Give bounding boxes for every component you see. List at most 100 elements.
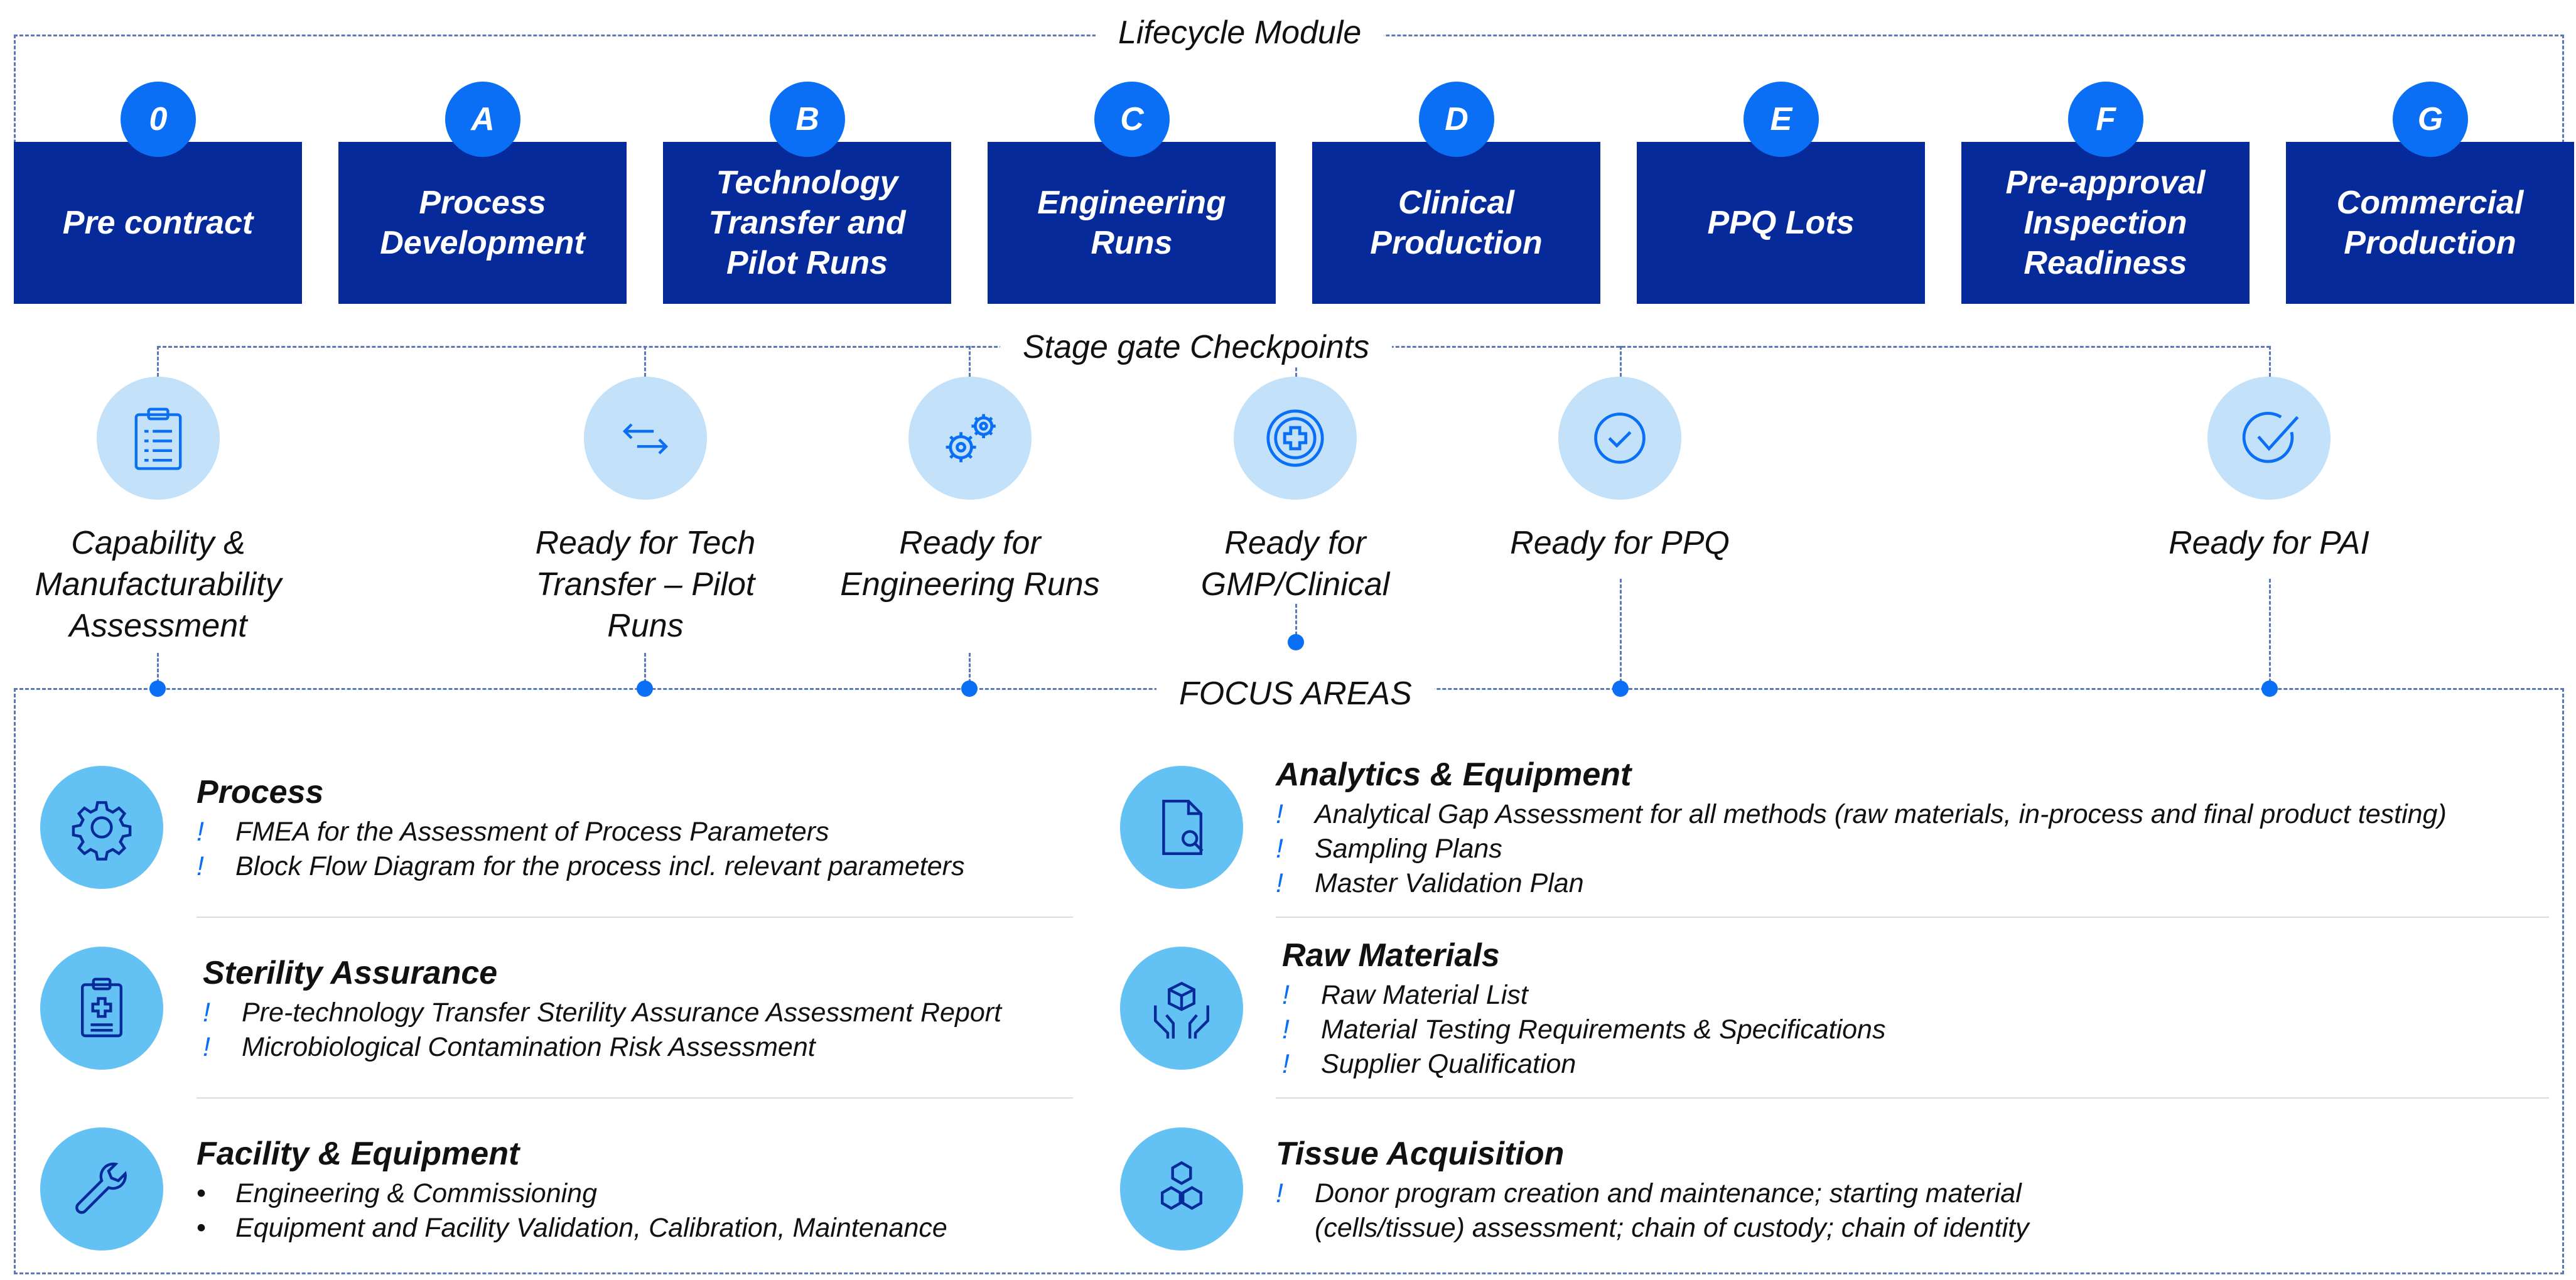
divider xyxy=(1276,917,2549,918)
focus-title-analytics: Analytics & Equipment xyxy=(1276,756,1632,793)
bullet-marker: ! xyxy=(1276,834,1283,864)
divider xyxy=(1276,1097,2549,1099)
focus-item-text: Analytical Gap Assessment for all method… xyxy=(1315,799,2447,829)
connector-dot xyxy=(2261,680,2278,697)
connector-drop xyxy=(969,346,971,377)
document-search-icon xyxy=(1162,800,1204,855)
focus-item: • Engineering & Commissioning xyxy=(197,1176,597,1211)
divider xyxy=(197,1097,1073,1099)
focus-areas-title: FOCUS AREAS xyxy=(1156,675,1435,713)
checkpoint-circle-gmp xyxy=(1234,377,1357,500)
checkpoint-label-ppq: Ready for PPQ xyxy=(1510,525,1730,561)
focus-icon-raw-materials xyxy=(1120,947,1243,1070)
stage-box-pre-contract: Pre contract xyxy=(14,142,302,304)
focus-icon-analytics xyxy=(1120,766,1243,889)
focus-item: !Pre-technology Transfer Sterility Assur… xyxy=(203,996,1001,1030)
stage-box-tech-transfer: Technology Transfer and Pilot Runs xyxy=(663,142,951,304)
focus-item-text: Engineering & Commissioning xyxy=(235,1178,598,1208)
checkpoint-label-pai: Ready for PAI xyxy=(2169,525,2369,561)
focus-connector xyxy=(644,653,646,688)
stage-box-clinical-production: Clinical Production xyxy=(1312,142,1600,304)
focus-item: !Block Flow Diagram for the process incl… xyxy=(197,849,964,884)
checkpoint-label-tech-transfer: Ready for Tech Transfer – Pilot Runs xyxy=(535,525,756,644)
focus-connector xyxy=(1620,579,1622,688)
connector-drop xyxy=(157,346,159,377)
checkpoints-title: Stage gate Checkpoints xyxy=(1000,328,1393,366)
stage-badge-d: D xyxy=(1419,82,1494,157)
wrench-icon xyxy=(75,1162,127,1214)
focus-icon-process xyxy=(40,766,163,889)
checkpoint-circle-engineering xyxy=(908,377,1032,500)
connector-dot xyxy=(637,680,653,697)
hexagons-icon xyxy=(1161,1161,1202,1210)
bullet-marker: ! xyxy=(1282,1049,1290,1079)
checkpoint-circle-capability xyxy=(97,377,220,500)
focus-item: !Analytical Gap Assessment for all metho… xyxy=(1276,797,2447,832)
connector-drop xyxy=(2269,346,2271,377)
focus-title-raw-materials: Raw Materials xyxy=(1282,937,1500,974)
focus-connector xyxy=(157,653,159,688)
focus-icon-sterility xyxy=(40,947,163,1070)
stage-badge-0: 0 xyxy=(121,82,196,157)
clipboard-medical-icon xyxy=(81,977,122,1038)
focus-title-process: Process xyxy=(197,774,324,810)
focus-item-text: Microbiological Contamination Risk Asses… xyxy=(242,1032,816,1062)
stage-badge-g: G xyxy=(2393,82,2468,157)
checkpoint-circle-ppq xyxy=(1558,377,1681,500)
checkpoint-label-capability: Capability & Manufacturability Assessmen… xyxy=(35,525,282,644)
medical-cross-icon xyxy=(1266,409,1324,467)
connector-dot xyxy=(961,680,978,697)
stage-badge-a: A xyxy=(445,82,520,157)
bullet-marker: ! xyxy=(1282,1014,1290,1045)
check-circle-icon xyxy=(1594,412,1646,464)
bullet-marker: ! xyxy=(1276,1178,1283,1208)
focus-item-continuation: (cells/tissue) assessment; chain of cust… xyxy=(1315,1213,2029,1243)
bullet-marker: ! xyxy=(1276,868,1283,898)
focus-item-text: FMEA for the Assessment of Process Param… xyxy=(235,817,829,847)
bullet-marker: • xyxy=(197,1178,207,1208)
stage-badge-f: F xyxy=(2068,82,2143,157)
connector-dot xyxy=(1288,634,1304,650)
focus-item-text: Equipment and Facility Validation, Calib… xyxy=(235,1213,947,1243)
bullet-marker: ! xyxy=(1282,980,1290,1010)
stage-box-pai-readiness: Pre-approval Inspection Readiness xyxy=(1961,142,2250,304)
focus-item: ! Master Validation Plan xyxy=(1276,866,1584,901)
bullet-marker: • xyxy=(197,1213,207,1243)
focus-item: ! Microbiological Contamination Risk Asse… xyxy=(203,1030,816,1065)
focus-item-text: Master Validation Plan xyxy=(1315,868,1584,898)
checkpoint-circle-tech-transfer xyxy=(584,377,707,500)
focus-icon-facility xyxy=(40,1127,163,1250)
focus-item: ! Supplier Qualification xyxy=(1282,1047,1576,1082)
stage-badge-c: C xyxy=(1094,82,1170,157)
focus-title-sterility: Sterility Assurance xyxy=(203,955,498,991)
focus-item-text: Donor program creation and maintenance; … xyxy=(1315,1178,2022,1208)
focus-item: !FMEA for the Assessment of Process Para… xyxy=(197,815,829,849)
stage-box-process-development: Process Development xyxy=(338,142,627,304)
focus-connector xyxy=(969,653,971,688)
focus-item-text: Block Flow Diagram for the process incl.… xyxy=(235,851,965,881)
stage-box-engineering-runs: Engineering Runs xyxy=(988,142,1276,304)
focus-item-text: Material Testing Requirements & Specific… xyxy=(1321,1014,1886,1045)
lifecycle-frame xyxy=(14,35,2564,160)
checkpoint-label-gmp: Ready for GMP/Clinical xyxy=(1200,525,1390,603)
focus-item: ! Sampling Plans xyxy=(1276,832,1502,866)
transfer-arrows-icon xyxy=(622,423,669,454)
focus-item-text: Supplier Qualification xyxy=(1321,1049,1576,1079)
focus-connector xyxy=(2269,579,2271,688)
hands-box-icon xyxy=(1154,981,1209,1039)
bullet-marker: ! xyxy=(203,1032,210,1062)
stage-box-ppq-lots: PPQ Lots xyxy=(1637,142,1925,304)
connector-dot xyxy=(149,680,166,697)
focus-item-text: Raw Material List xyxy=(1321,980,1528,1010)
stage-badge-e: E xyxy=(1743,82,1819,157)
focus-item: ! Donor program creation and maintenance;… xyxy=(1276,1176,2022,1211)
focus-item: • Equipment and Facility Validation, Cali… xyxy=(197,1211,947,1245)
focus-item-text: Sampling Plans xyxy=(1315,834,1502,864)
connector-drop xyxy=(644,346,646,377)
focus-icon-tissue xyxy=(1120,1127,1243,1250)
focus-item: ! Material Testing Requirements & Specifi… xyxy=(1282,1013,1885,1047)
gear-icon xyxy=(72,801,132,861)
focus-title-tissue: Tissue Acquisition xyxy=(1276,1136,1565,1172)
gears-icon xyxy=(946,414,996,463)
lifecycle-title: Lifecycle Module xyxy=(1096,14,1384,51)
